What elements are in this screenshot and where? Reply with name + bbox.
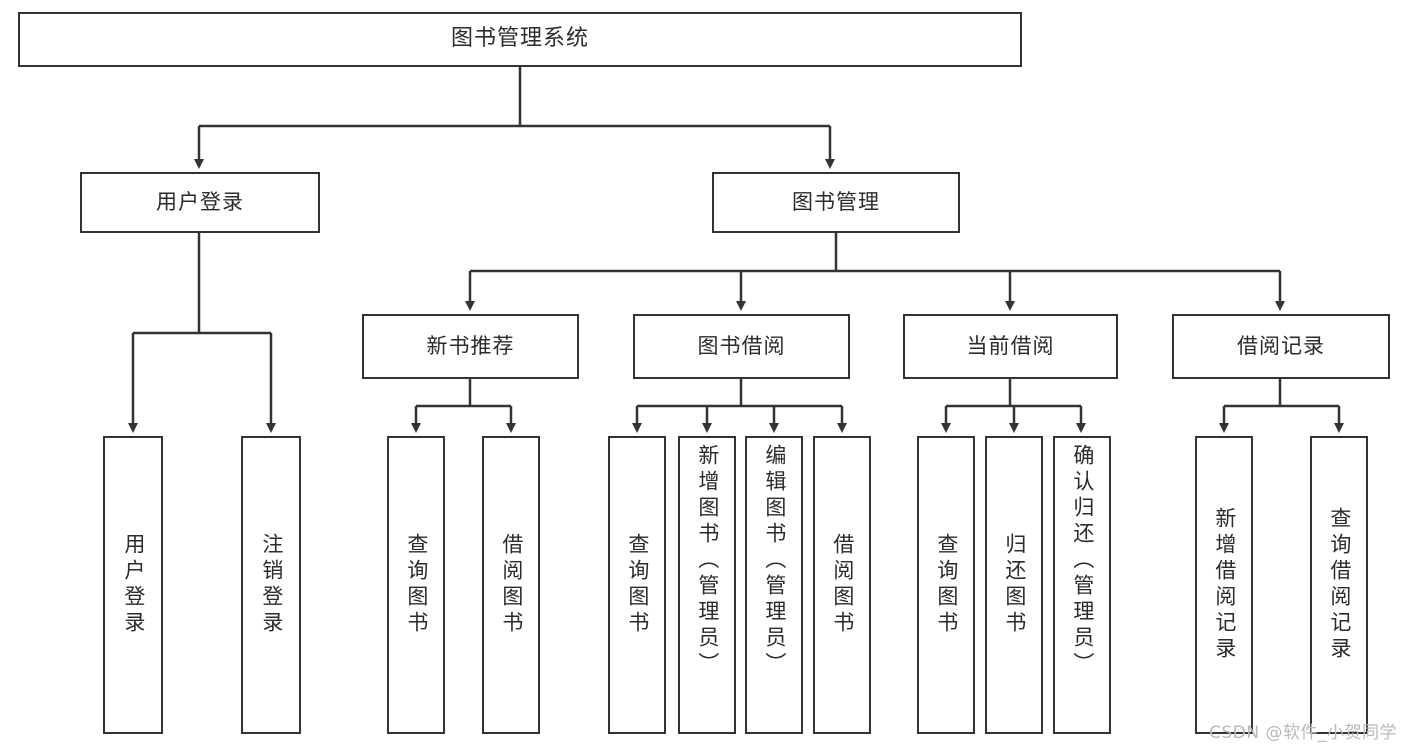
node-borrow-record-label: 借阅记录 (1237, 333, 1325, 358)
leaf-label: 新增借阅记录 (1212, 507, 1237, 663)
node-book-borrow-label: 图书借阅 (697, 333, 786, 358)
leaf-label: 查询图书 (404, 533, 429, 637)
node-borrow-record[interactable]: 借阅记录 (1172, 314, 1390, 379)
leaf-label: 用户登录 (121, 533, 146, 637)
node-book-manage[interactable]: 图书管理 (712, 172, 960, 233)
leaf-user-login-0[interactable]: 用户登录 (103, 436, 163, 734)
node-user-login-label: 用户登录 (156, 189, 244, 214)
node-root-label: 图书管理系统 (450, 26, 589, 52)
leaf-book-borrow-1[interactable]: 新增图书（管理员） (678, 436, 736, 734)
leaf-label: 注销登录 (259, 533, 284, 637)
node-book-manage-label: 图书管理 (792, 189, 880, 214)
node-current-borrow[interactable]: 当前借阅 (903, 314, 1118, 379)
leaf-borrow-record-1[interactable]: 查询借阅记录 (1310, 436, 1368, 734)
leaf-user-login-1[interactable]: 注销登录 (241, 436, 301, 734)
leaf-new-book-rec-1[interactable]: 借阅图书 (482, 436, 540, 734)
node-current-borrow-label: 当前借阅 (966, 333, 1055, 358)
node-root[interactable]: 图书管理系统 (18, 12, 1022, 67)
leaf-label: 确认归还（管理员） (1070, 444, 1095, 678)
node-user-login[interactable]: 用户登录 (80, 172, 320, 233)
leaf-label: 借阅图书 (830, 533, 855, 637)
node-new-book-rec-label: 新书推荐 (426, 333, 515, 358)
leaf-label: 查询图书 (625, 533, 650, 637)
leaf-label: 归还图书 (1002, 533, 1027, 637)
leaf-current-borrow-1[interactable]: 归还图书 (985, 436, 1043, 734)
leaf-book-borrow-0[interactable]: 查询图书 (608, 436, 666, 734)
node-new-book-rec[interactable]: 新书推荐 (362, 314, 579, 379)
watermark: CSDN @软件_小贺同学 (1209, 723, 1397, 743)
node-book-borrow[interactable]: 图书借阅 (633, 314, 850, 379)
leaf-label: 查询借阅记录 (1327, 507, 1352, 663)
leaf-current-borrow-0[interactable]: 查询图书 (917, 436, 975, 734)
leaf-borrow-record-0[interactable]: 新增借阅记录 (1195, 436, 1253, 734)
leaf-label: 借阅图书 (499, 533, 524, 637)
leaf-label: 新增图书（管理员） (695, 444, 720, 678)
leaf-current-borrow-2[interactable]: 确认归还（管理员） (1053, 436, 1111, 734)
leaf-label: 查询图书 (934, 533, 959, 637)
leaf-label: 编辑图书（管理员） (762, 444, 787, 678)
leaf-book-borrow-2[interactable]: 编辑图书（管理员） (745, 436, 803, 734)
leaf-book-borrow-3[interactable]: 借阅图书 (813, 436, 871, 734)
leaf-new-book-rec-0[interactable]: 查询图书 (387, 436, 445, 734)
